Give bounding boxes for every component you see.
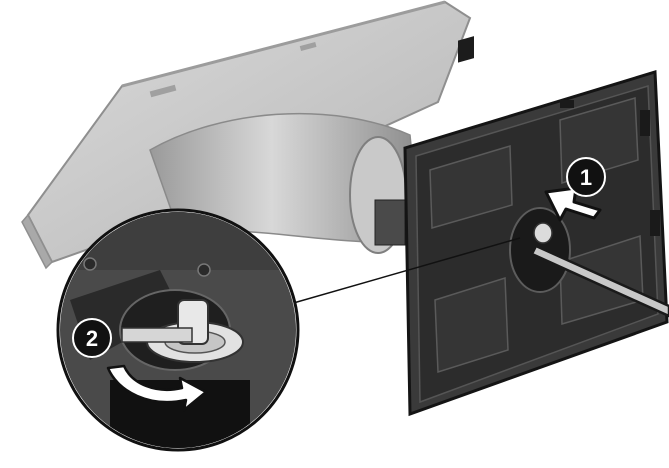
step-2-number: 2 (86, 326, 98, 351)
mounting-plate (403, 36, 669, 417)
step-1-number: 1 (580, 165, 592, 190)
stand-neck (149, 112, 421, 254)
screwdriver (530, 244, 669, 318)
rotate-arrow-icon (106, 364, 208, 412)
push-arrow-icon (544, 186, 602, 222)
step-2-marker: 2 (72, 318, 112, 358)
step-1-marker: 1 (566, 157, 606, 197)
callout-leader-line (289, 237, 521, 305)
